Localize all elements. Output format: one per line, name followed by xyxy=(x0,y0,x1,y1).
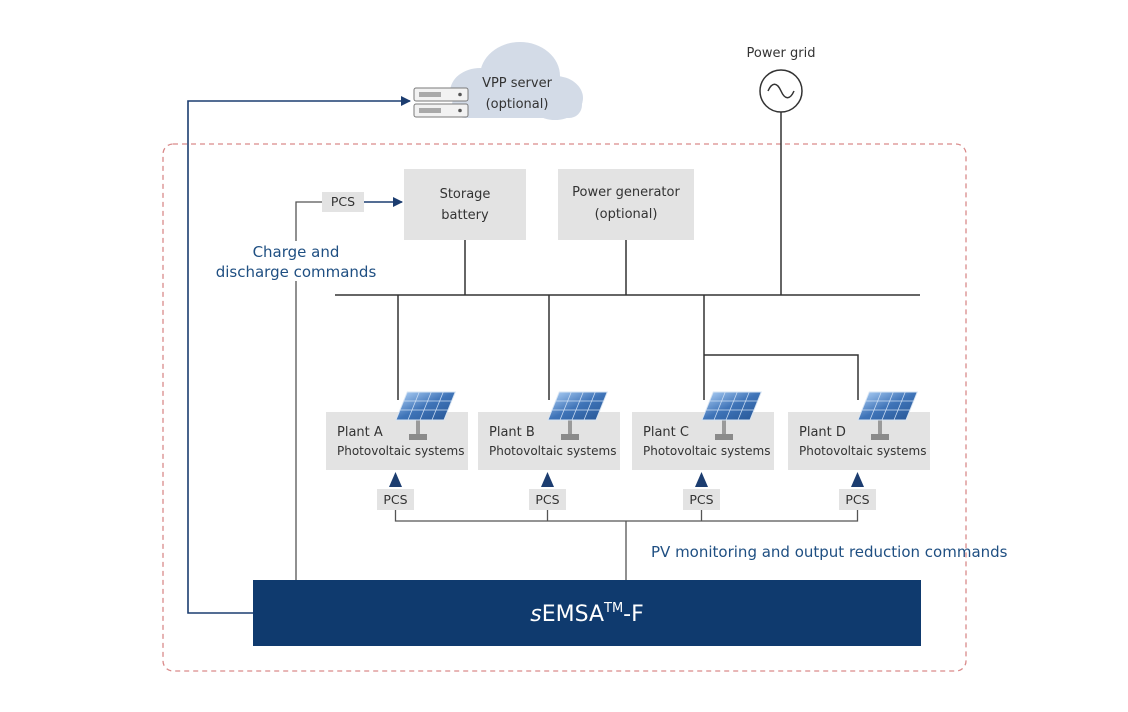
server-icon xyxy=(413,87,469,118)
plant-b-name: Plant B xyxy=(489,425,535,440)
semsa-f-controller xyxy=(253,580,921,646)
charge-label-bg xyxy=(212,241,382,281)
charge-command-line xyxy=(295,201,322,580)
plant-a-box xyxy=(326,412,468,470)
plant-c-pcs-box xyxy=(683,489,720,510)
storage-battery-label-2: battery xyxy=(441,208,489,223)
storage-battery-box xyxy=(404,169,526,240)
charge-commands-label-1: Charge and xyxy=(253,243,340,261)
vpp-server-label-2: (optional) xyxy=(486,97,549,112)
plant-c-type: Photovoltaic systems xyxy=(643,444,770,458)
plant-b-box xyxy=(478,412,620,470)
power-generator-label-2: (optional) xyxy=(595,207,658,222)
cloud-icon xyxy=(450,42,583,120)
plant-b-pcs: PCS xyxy=(535,492,559,507)
plant-a-name: Plant A xyxy=(337,425,383,440)
pv-command-bus xyxy=(394,510,859,580)
plant-d-type: Photovoltaic systems xyxy=(799,444,926,458)
pv-commands-label: PV monitoring and output reduction comma… xyxy=(651,543,1008,561)
plant-b-pcs-box xyxy=(529,489,566,510)
system-boundary xyxy=(162,143,967,672)
plant-d-name: Plant D xyxy=(799,425,846,440)
power-generator-box xyxy=(558,169,694,240)
plant-c-pcs: PCS xyxy=(689,492,713,507)
plant-d-box xyxy=(788,412,930,470)
ac-source-icon xyxy=(759,69,803,113)
plant-b-type: Photovoltaic systems xyxy=(489,444,616,458)
vpp-server-label-1: VPP server xyxy=(482,76,553,91)
plant-c-name: Plant C xyxy=(643,425,689,440)
plant-a-pcs: PCS xyxy=(383,492,407,507)
charge-commands-label-2: discharge commands xyxy=(216,263,377,281)
plant-c-box xyxy=(632,412,774,470)
vpp-server-link xyxy=(187,96,411,614)
arrow-icon xyxy=(389,472,864,487)
plant-d-pcs-box xyxy=(839,489,876,510)
semsa-f-label: sEMSATM-F xyxy=(530,601,644,627)
plant-a-type: Photovoltaic systems xyxy=(337,444,464,458)
power-grid-label: Power grid xyxy=(747,46,816,61)
power-generator-label-1: Power generator xyxy=(572,185,680,200)
plant-d-pcs: PCS xyxy=(845,492,869,507)
plant-a-pcs-box xyxy=(377,489,414,510)
storage-battery-label-1: Storage xyxy=(440,187,491,202)
plant-d-connection xyxy=(704,354,859,400)
battery-pcs-box xyxy=(322,192,364,212)
battery-pcs: PCS xyxy=(331,194,355,209)
